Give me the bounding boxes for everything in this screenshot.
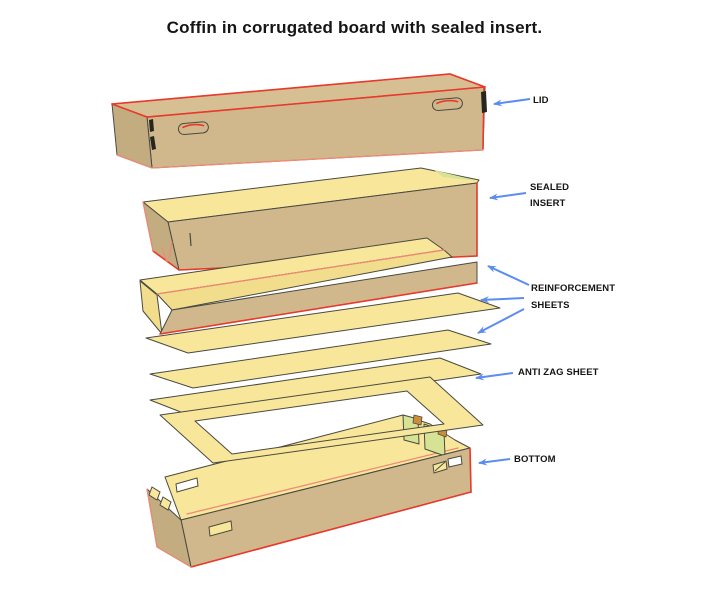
lid-illustration xyxy=(111,73,487,169)
bottom-right-slot-white xyxy=(447,455,463,468)
label-reinforcement-line1: REINFORCEMENT xyxy=(531,283,615,294)
bottom-arrow xyxy=(478,458,511,466)
bottom-front-handle-slot xyxy=(208,520,233,537)
label-bottom: BOTTOM xyxy=(514,454,556,465)
reinforcement-sheet-2 xyxy=(149,329,492,389)
label-reinforcement-line2: SHEETS xyxy=(531,300,570,311)
lid-left-latch-mark-1 xyxy=(149,119,154,132)
lid-left-latch-mark-2 xyxy=(150,136,156,150)
bottom-left-notch-1 xyxy=(148,486,161,501)
lid-bottom-edge xyxy=(116,149,484,169)
reinforcement-arrow-1 xyxy=(487,265,530,286)
diagram-title: Coffin in corrugated board with sealed i… xyxy=(166,18,543,37)
reinforcement-sheet-1 xyxy=(145,292,501,354)
bottom-back-handle-slot xyxy=(175,477,199,493)
insert-corner-green xyxy=(434,170,478,181)
bottom-right-edge xyxy=(469,447,472,493)
anti-zag-arrow xyxy=(475,372,514,381)
bottom-interior-fold xyxy=(186,447,459,515)
bottom-slot-diagonal-mark xyxy=(434,461,446,472)
bottom-illustration xyxy=(146,414,472,568)
lid-top-back-edge xyxy=(111,73,486,105)
bottom-front-edge xyxy=(190,491,472,568)
insert-slit-mark xyxy=(189,232,192,247)
channel-base-edge xyxy=(159,282,478,335)
label-anti-zag: ANTI ZAG SHEET xyxy=(518,367,599,378)
frame-sheet-with-cutout xyxy=(159,376,484,464)
sealed-insert-arrow xyxy=(489,192,527,201)
reinforcement-channel-illustration xyxy=(139,237,478,335)
reinforcement-arrow-3 xyxy=(477,308,525,334)
reinforcement-arrow-2 xyxy=(480,296,525,304)
label-lid: LID xyxy=(533,95,549,106)
lid-arrow xyxy=(493,98,531,107)
bottom-left-notch-2 xyxy=(159,496,172,511)
insert-left-edge xyxy=(142,201,154,252)
bottom-left-edges xyxy=(146,488,192,568)
insert-fold-mark-1 xyxy=(161,247,168,263)
lid-top-front-edge xyxy=(111,86,486,118)
bottom-lock-tab-1 xyxy=(412,414,423,426)
label-sealed-line1: SEALED xyxy=(530,182,569,193)
lid-right-latch-mark xyxy=(481,91,487,113)
lid-handle-right xyxy=(431,97,463,111)
label-sealed-line2: INSERT xyxy=(530,198,566,209)
channel-fold-line xyxy=(156,249,445,295)
insert-fold-mark-2 xyxy=(168,241,173,259)
lid-handle-left xyxy=(177,121,209,135)
